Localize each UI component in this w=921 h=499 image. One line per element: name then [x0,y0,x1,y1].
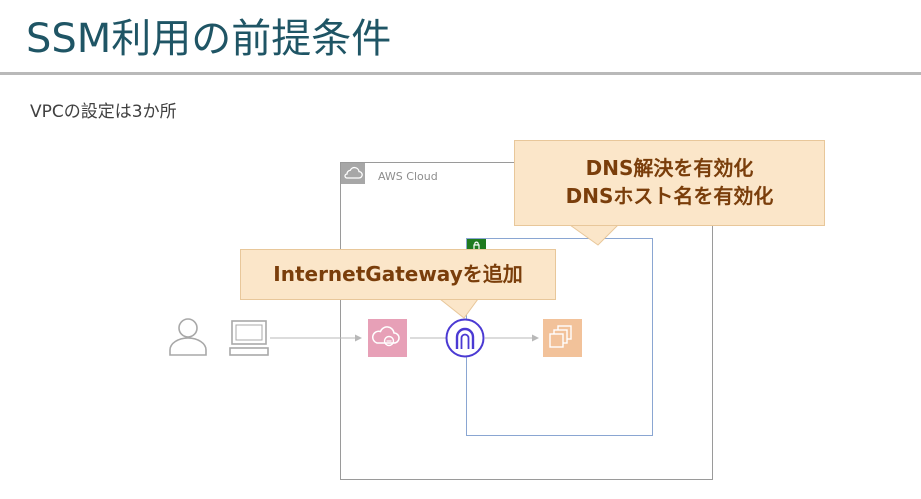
client-computer-icon [229,320,269,356]
callout-dns-tail [568,224,620,246]
ec2-instance-icon [543,319,582,357]
callout-internet-gateway: InternetGatewayを追加 [240,249,556,300]
systems-manager-icon [368,319,407,357]
aws-cloud-label: AWS Cloud [378,170,438,183]
title-divider [0,72,921,75]
user-icon [169,318,207,356]
arrowhead-igw-to-instance [532,334,539,342]
arrowhead-client-to-ssm [355,334,362,342]
aws-cloud-icon [341,163,365,184]
slide-subtitle: VPCの設定は3か所 [30,102,177,122]
callout-igw-tail [438,298,479,319]
internet-gateway-icon [445,318,485,358]
callout-dns-settings: DNS解決を有効化 DNSホスト名を有効化 [514,140,825,226]
callout-dns-resolution: DNS解決を有効化 [585,156,754,180]
slide-title: SSM利用の前提条件 [26,16,392,62]
callout-dns-hostnames: DNSホスト名を有効化 [565,184,774,208]
